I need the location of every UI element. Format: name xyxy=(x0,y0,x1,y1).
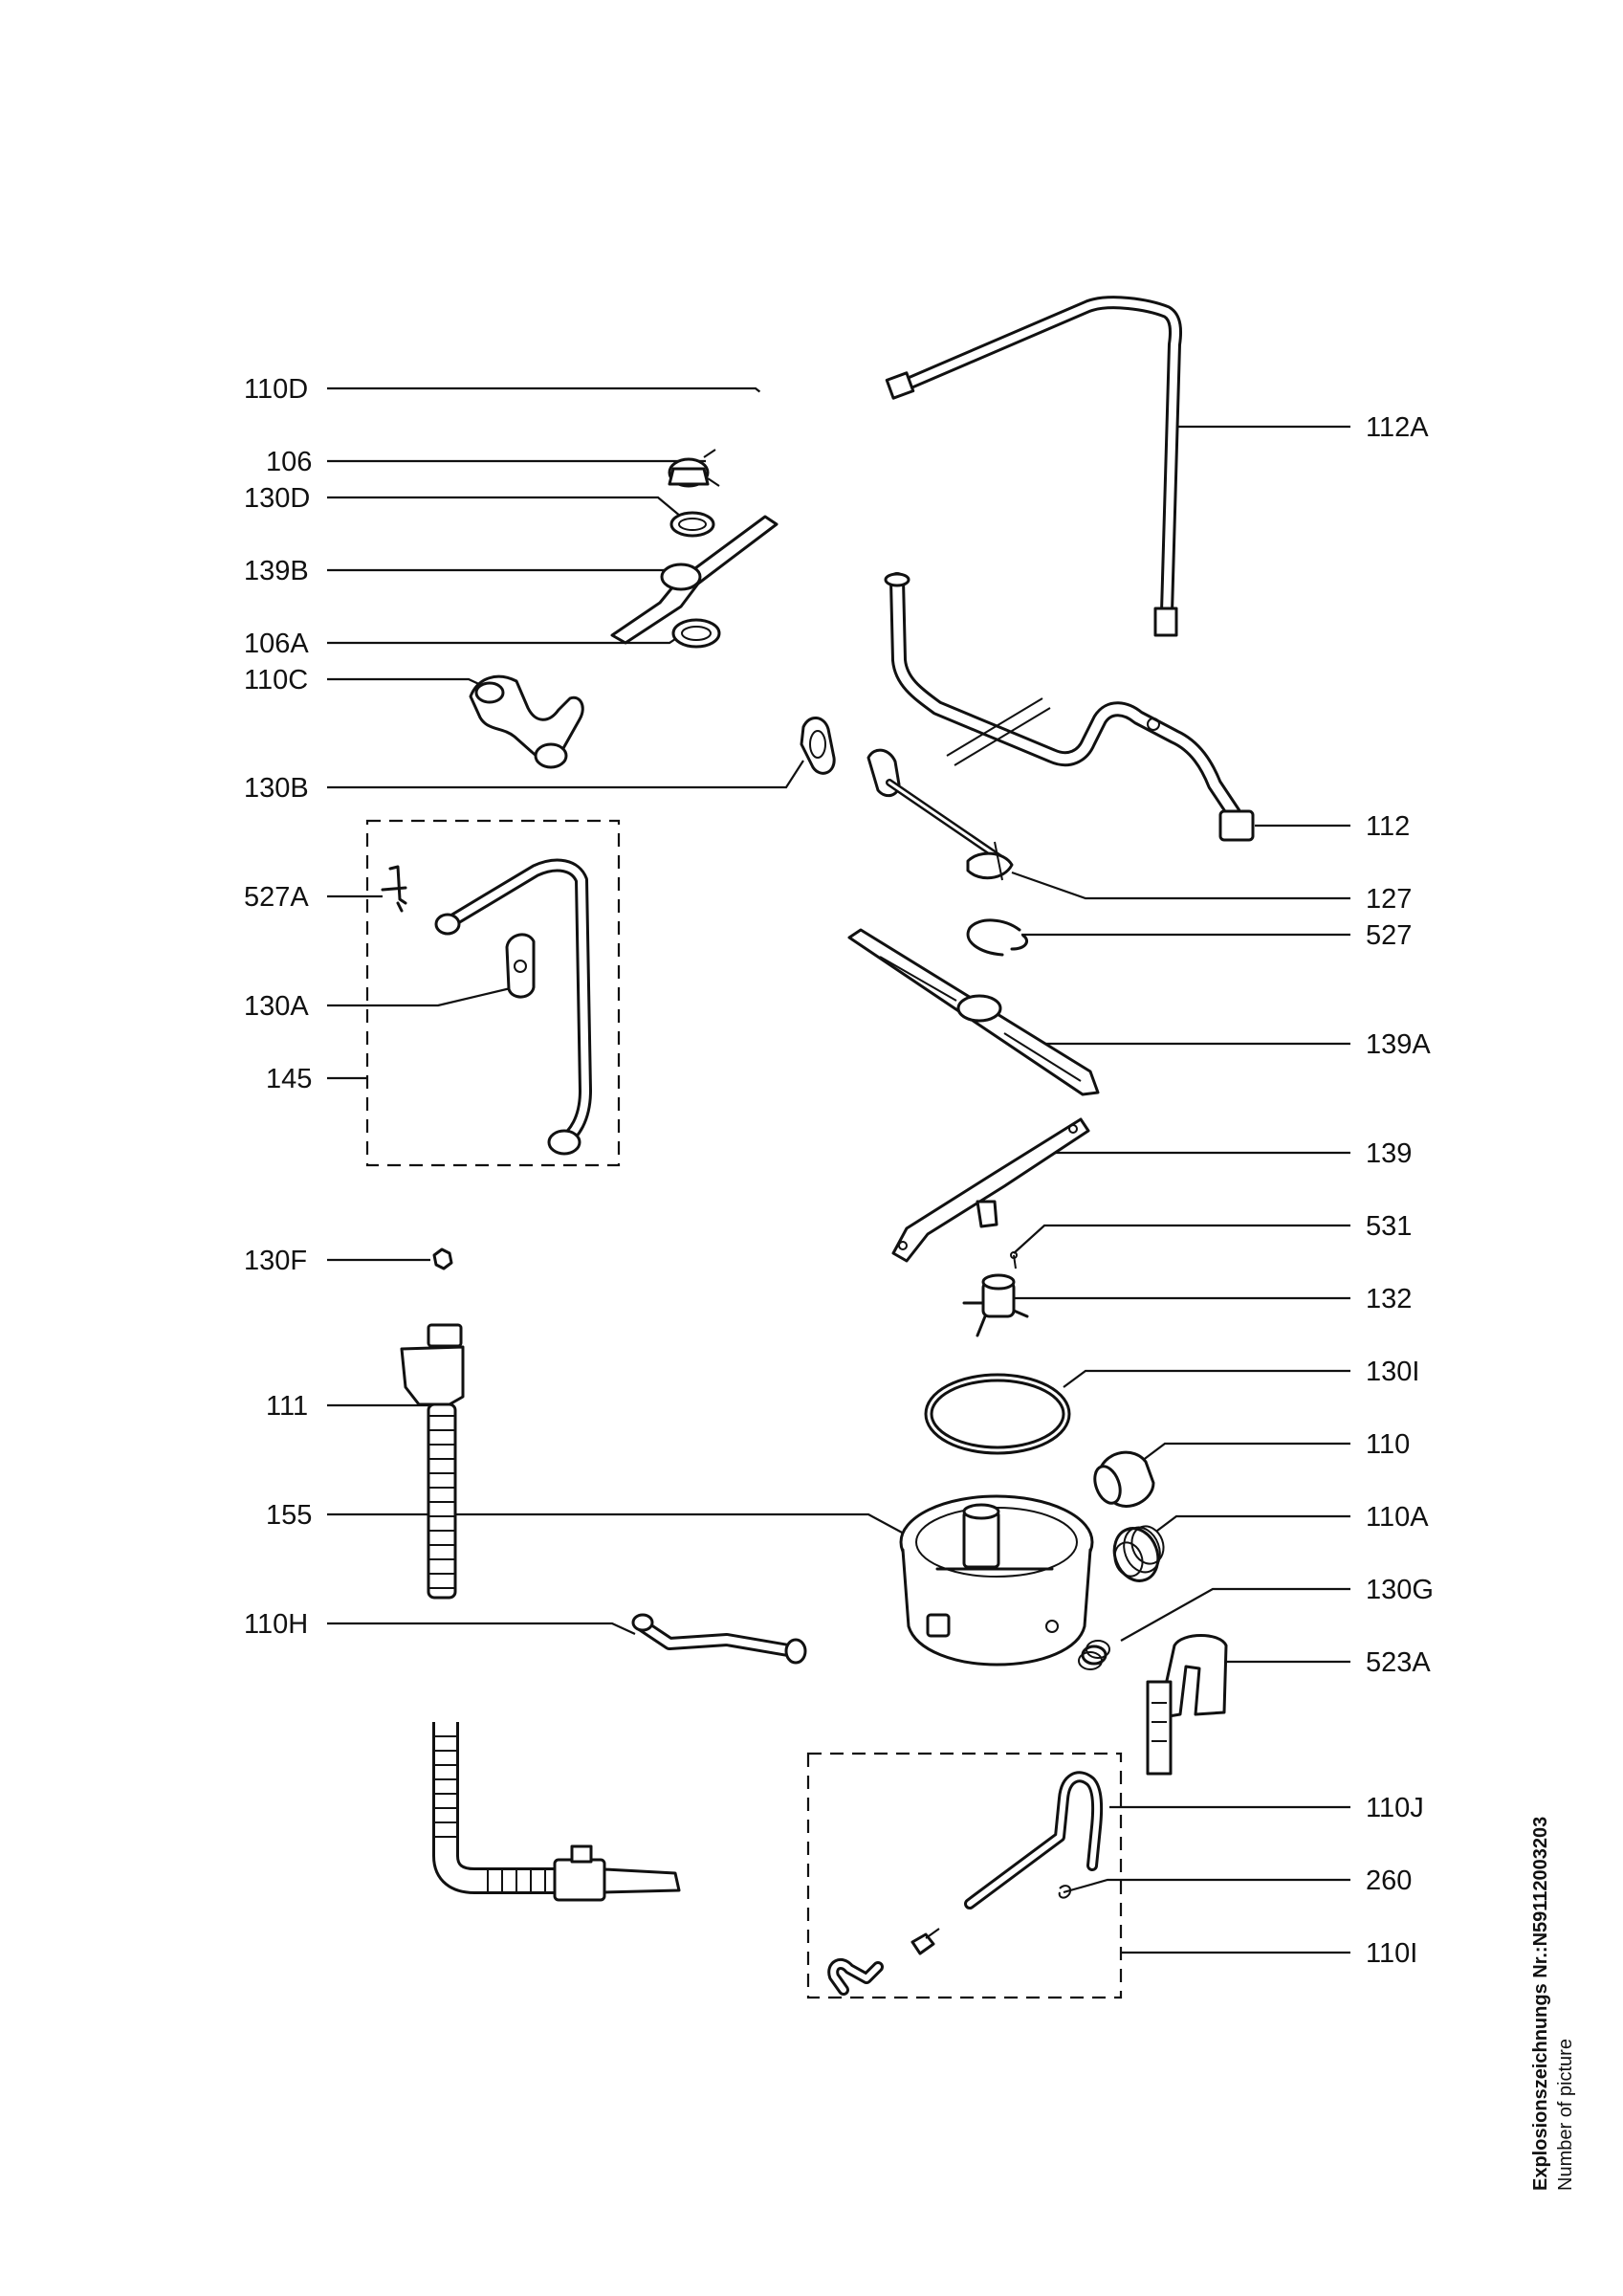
leader-130G xyxy=(1120,1587,1350,1642)
part-110A-bellows xyxy=(1112,1525,1165,1582)
label-260: 260 xyxy=(1366,1866,1412,1896)
leader-111 xyxy=(327,1403,441,1417)
part-110-connector xyxy=(1093,1450,1155,1508)
part-531-pin xyxy=(1010,1251,1018,1269)
label-527A: 527A xyxy=(244,882,309,913)
label-112: 112 xyxy=(1366,811,1410,842)
label-106: 106 xyxy=(266,447,312,477)
hose-corrugations-111 xyxy=(428,1415,455,1589)
label-155: 155 xyxy=(266,1500,312,1531)
part-155-sump xyxy=(899,1494,1094,1667)
leader-155 xyxy=(327,1512,917,1541)
part-112-tube xyxy=(884,572,1255,842)
picture-number-caption: Explosionszeichnungs Nr.:N59112003203 Nu… xyxy=(1530,1817,1576,2191)
part-110D-tube xyxy=(740,367,844,649)
part-130A-plate xyxy=(505,933,536,999)
label-110C: 110C xyxy=(244,665,308,695)
leader-110H xyxy=(327,1622,636,1635)
leader-127 xyxy=(1011,871,1350,900)
parts xyxy=(381,296,1255,1996)
label-531: 531 xyxy=(1366,1211,1412,1242)
part-260-clip xyxy=(1058,1885,1071,1899)
part-139B-spray-arm xyxy=(610,515,779,645)
part-drain-hose xyxy=(432,1722,681,1902)
label-130A: 130A xyxy=(244,991,309,1022)
group-box-110I xyxy=(806,1752,1123,1999)
part-130B-gasket xyxy=(800,717,836,775)
leader-260 xyxy=(1063,1878,1350,1894)
part-130F-nut xyxy=(432,1247,453,1270)
label-132: 132 xyxy=(1366,1284,1412,1314)
left-labels: 110D 106 130D 139B 106A 110C 130B 527A 1… xyxy=(244,374,312,1640)
part-110J-tube xyxy=(964,1771,1104,1910)
label-527: 527 xyxy=(1366,920,1412,951)
leader-130I xyxy=(1063,1369,1350,1388)
part-527A-clip xyxy=(381,865,407,913)
part-130G-spring xyxy=(1078,1640,1110,1670)
label-145: 145 xyxy=(266,1064,312,1094)
group-box-145 xyxy=(365,819,621,1167)
leader-531 xyxy=(1013,1224,1350,1254)
label-110I: 110I xyxy=(1366,1938,1417,1969)
part-139A-spray-arm xyxy=(847,928,1100,1096)
label-130F: 130F xyxy=(244,1246,307,1276)
part-130D-ring xyxy=(669,511,715,538)
part-139-spray-arm xyxy=(891,1117,1090,1263)
label-110: 110 xyxy=(1366,1429,1410,1460)
caption-subtitle: Number of picture xyxy=(1555,2039,1576,2191)
leader-130A xyxy=(327,985,515,1007)
part-110H-pipe xyxy=(631,1613,807,1665)
part-112A-tube xyxy=(885,296,1182,637)
label-139B: 139B xyxy=(244,556,309,586)
label-111: 111 xyxy=(266,1391,308,1422)
label-130D: 130D xyxy=(244,483,310,514)
label-130I: 130I xyxy=(1366,1357,1419,1387)
label-139A: 139A xyxy=(1366,1029,1431,1060)
part-130I-oring xyxy=(924,1373,1071,1455)
label-127: 127 xyxy=(1366,884,1412,915)
part-106-nozzle xyxy=(668,449,720,488)
part-127-pipe xyxy=(866,748,1014,881)
part-110I-fittings xyxy=(827,1928,940,1996)
leader-130D xyxy=(327,496,682,518)
part-110C-connector xyxy=(469,674,584,769)
part-106A-ring xyxy=(671,618,721,649)
hose-corrugations-drain xyxy=(435,1735,546,1891)
label-130G: 130G xyxy=(1366,1575,1434,1605)
part-523A-bracket xyxy=(1146,1634,1228,1776)
label-523A: 523A xyxy=(1366,1647,1431,1678)
label-110D: 110D xyxy=(244,374,308,405)
right-labels: 112A 112 127 527 139A 139 531 132 130I 1… xyxy=(1366,412,1434,1969)
label-112A: 112A xyxy=(1366,412,1429,443)
label-106A: 106A xyxy=(244,629,309,659)
leader-110 xyxy=(1137,1442,1350,1465)
part-111-hose xyxy=(400,1323,465,1600)
label-110A: 110A xyxy=(1366,1502,1429,1533)
caption-title: Explosionszeichnungs Nr.:N59112003203 xyxy=(1530,1817,1551,2191)
leader-523A xyxy=(1209,1660,1350,1675)
part-145-tube xyxy=(434,858,592,1156)
leader-130B xyxy=(327,760,804,789)
label-130B: 130B xyxy=(244,773,309,804)
leader-110A xyxy=(1156,1514,1350,1532)
part-527-clip xyxy=(966,918,1028,957)
label-139: 139 xyxy=(1366,1138,1412,1169)
part-132-valve xyxy=(962,1273,1029,1337)
leader-lines xyxy=(327,386,1350,1954)
label-110J: 110J xyxy=(1366,1793,1424,1823)
leader-110D xyxy=(327,386,766,397)
label-110H: 110H xyxy=(244,1609,308,1640)
